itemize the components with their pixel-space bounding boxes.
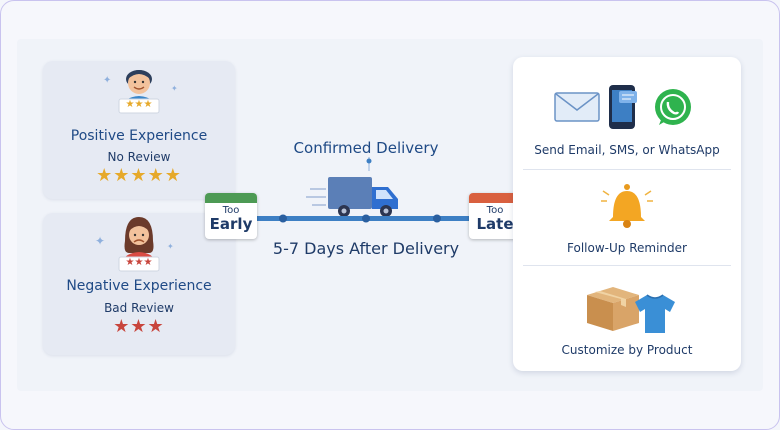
divider (523, 169, 731, 170)
positive-experience-card: ✦ ✦ ★★★ Positive Experience No Review ★★… (43, 61, 235, 199)
too-early-calendar: Too Early (205, 193, 257, 239)
negative-experience-title: Negative Experience (66, 278, 212, 294)
confirmed-delivery-title: Confirmed Delivery (293, 139, 439, 157)
negative-sign-stars: ★★★ (125, 257, 153, 268)
whatsapp-icon (655, 89, 691, 125)
box-icon (587, 287, 639, 331)
too-early-big-text: Early (209, 215, 253, 233)
tshirt-icon (635, 294, 675, 333)
calendar-icon (205, 193, 257, 203)
negative-experience-subtitle: Bad Review (104, 301, 174, 315)
negative-rating-stars: ★★★ (113, 316, 165, 337)
too-late-big-text: Late (476, 215, 514, 233)
actions-card: Send Email, SMS, or WhatsApp Follow-Up R… (513, 57, 741, 371)
confirmed-delivery-connector (366, 157, 372, 171)
too-late-small-text: Too (486, 205, 504, 216)
person-sad-icon: ✦ ✦ (95, 217, 174, 272)
phone-sms-icon (609, 85, 637, 129)
svg-text:✦: ✦ (95, 234, 105, 248)
positive-rating-stars: ★★★★★ (96, 165, 182, 186)
svg-text:✦: ✦ (171, 84, 178, 93)
calendar-icon (469, 193, 521, 203)
send-message-label: Send Email, SMS, or WhatsApp (534, 143, 720, 157)
too-late-calendar: Too Late (469, 193, 521, 239)
negative-experience-card: ✦ ✦ ★★★ Negative Experience Bad Review ★… (43, 213, 235, 355)
timeline-line (253, 214, 479, 223)
customize-by-product-label: Customize by Product (561, 343, 693, 357)
truck-icon (306, 177, 398, 217)
bell-icon (601, 184, 653, 228)
person-happy-icon: ✦ ✦ (103, 70, 178, 114)
positive-experience-subtitle: No Review (107, 150, 171, 164)
positive-sign-stars: ★★★ (125, 99, 153, 110)
positive-experience-title: Positive Experience (70, 128, 208, 144)
too-early-small-text: Too (222, 205, 240, 216)
svg-text:✦: ✦ (167, 242, 174, 251)
email-icon (554, 92, 600, 122)
follow-up-reminder-label: Follow-Up Reminder (567, 241, 687, 255)
svg-text:✦: ✦ (103, 75, 111, 86)
delivery-window-label: 5-7 Days After Delivery (272, 239, 460, 258)
divider (523, 265, 731, 266)
